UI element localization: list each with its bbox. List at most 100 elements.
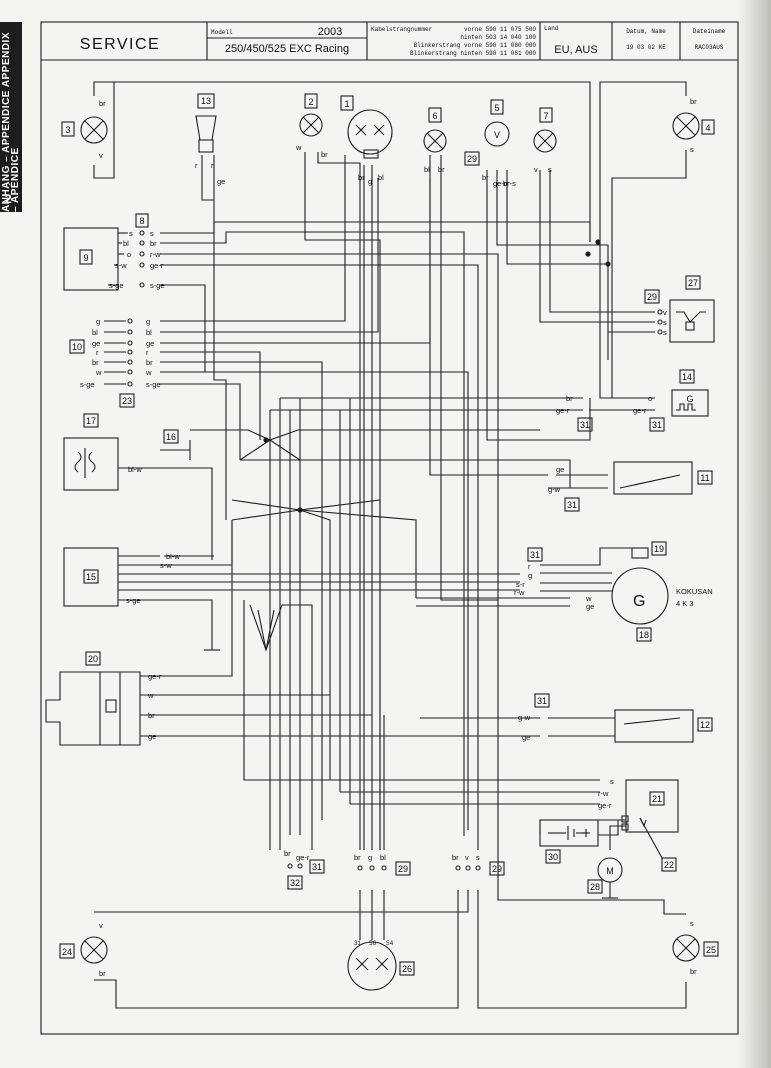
wire-code-26-a: br [354,853,361,862]
wire-code-19-c: s-r [516,580,525,589]
land-value: EU, AUS [554,44,597,56]
wire-code-32-a: br [284,849,291,858]
connector-32: br ge-r 31 32 [284,849,325,890]
pin-31: 31 [354,940,362,947]
label-31-sensor: 31 [652,420,662,430]
label-31-gen: 31 [530,550,540,560]
wire-code-7-b: s [548,165,552,174]
lamp-24: 24 v br [59,921,108,978]
wire-code-15-a: bl-w [166,552,180,561]
wire-code-13-a: r [195,161,198,170]
wire-code-18-b: ge [586,602,594,611]
generator-model: 4 K 3 [676,599,694,608]
model-name: 250/450/525 EXC Racing [225,43,349,55]
pin-54: 54 [386,940,394,947]
wire-code-8-r5: s-ge [150,281,165,290]
sensor-14: 14 G o ge-r 31 br ge-r 31 [556,369,709,432]
wire-code-10-l4: r [96,348,99,357]
wire-code-11-b: g-w [548,485,561,494]
wire-code-10-l2: bl [92,328,98,337]
wire-code-17: bl-w [128,465,142,474]
wire-code-26-b: g [368,853,372,862]
wire-code-12-a: g-w [518,713,531,722]
datum-value: 19 03 02 KE [626,44,666,51]
wire-code-8-l2: bl [123,239,129,248]
wire-code-13-b: r [211,161,214,170]
label-29-top: 29 [467,154,477,164]
kabel-row-2: hinten 503 14 040 100 [460,34,536,41]
wire-code-27-a: v [663,308,667,317]
label-17: 17 [86,416,96,426]
label-27: 27 [688,278,698,288]
wire-code-19-a: r [528,562,531,571]
wire-code-27-c: s [663,328,667,337]
label-2: 2 [308,97,313,107]
label-6: 6 [432,111,437,121]
motor-28: M 28 [587,857,623,899]
label-5: 5 [494,103,499,113]
wire-code-4-top: br [690,97,697,106]
label-31-left: 31 [580,420,590,430]
label-10: 10 [72,342,82,352]
model-year: 2003 [318,26,342,38]
label-31-11: 31 [567,500,577,510]
wire-code-10-r7: s-ge [146,380,161,389]
wire-code-7-a: v [534,165,538,174]
wire-code-1-b: g [368,177,372,186]
wire-code-8-l1: s [129,229,133,238]
wire-code-29b-c: s [476,853,480,862]
wire-code-5-a: br [482,173,489,182]
wire-code-6-a: bl [424,165,430,174]
label-29-right: 29 [492,864,502,874]
wire-paths [93,81,687,1009]
motor-symbol: M [606,866,614,876]
generator-brand: KOKUSAN [676,587,713,596]
rearlight-26: 31 56 54 26 [347,940,415,991]
regulator-20: 20 ge-r w br ge [45,651,162,746]
wire-code-10-l5: br [92,358,99,367]
wire-code-10-l7: s-ge [80,380,95,389]
wire-code-19-d: r-w [514,588,525,597]
switch-11: 11 ge g-w 31 [548,461,713,512]
wire-code-26-c: bl [380,853,386,862]
datum-label: Datum, Name [626,28,666,35]
appendix-tab-number: 2 [5,192,12,206]
wire-code-5-b: ge-r [493,179,507,188]
sensor-symbol: G [686,394,693,404]
wire-code-20-c: br [148,711,155,720]
wire-code-3-bottom: v [99,151,103,160]
wire-code-8-l4: s-w [115,261,127,270]
wire-code-29b-a: br [452,853,459,862]
label-16: 16 [166,432,176,442]
switch-27: 27 29 v s s [644,275,715,343]
label-12: 12 [700,720,710,730]
label-22: 22 [664,860,674,870]
modell-label: Modell [211,29,233,36]
wire-code-10-l3: ge [92,339,100,348]
generator-18: 31 19 G KOKUSAN 4 K 3 18 r g s-r r-w w g… [514,541,713,642]
wire-code-24-b: br [99,969,106,978]
coil-17: 17 bl-w 16 [63,413,179,491]
wire-code-1-c: bl [378,173,384,182]
pin-56: 56 [369,940,377,947]
wire-code-10-r4: r [146,348,149,357]
wire-code-2-a: w [295,143,302,152]
wire-code-10-r2: bl [146,328,152,337]
appendix-side-tab: ANHANG – APPENDICE APPENDIX – APÉNDICE 2 [0,22,22,212]
wire-code-14-b: ge-r [633,406,647,415]
wire-code-32-b: ge-r [296,853,310,862]
relay-21: 21 s r-w ge-r 22 [598,777,679,872]
meter-5: 5 V 29 br ge-r br-s [464,99,516,188]
battery-30: 30 [539,819,599,864]
wire-code-8-r2: br [150,239,157,248]
junction-dots [263,239,611,513]
wire-code-31a-a: br [566,394,573,403]
wire-code-10-r6: w [145,368,152,377]
label-32: 32 [290,878,300,888]
wire-code-10-r5: br [146,358,153,367]
label-18: 18 [639,630,649,640]
wire-code-10-l1: g [96,317,100,326]
label-24: 24 [62,947,72,957]
wire-code-12-b: ge [522,733,530,742]
wire-code-15-b: s-w [160,561,172,570]
